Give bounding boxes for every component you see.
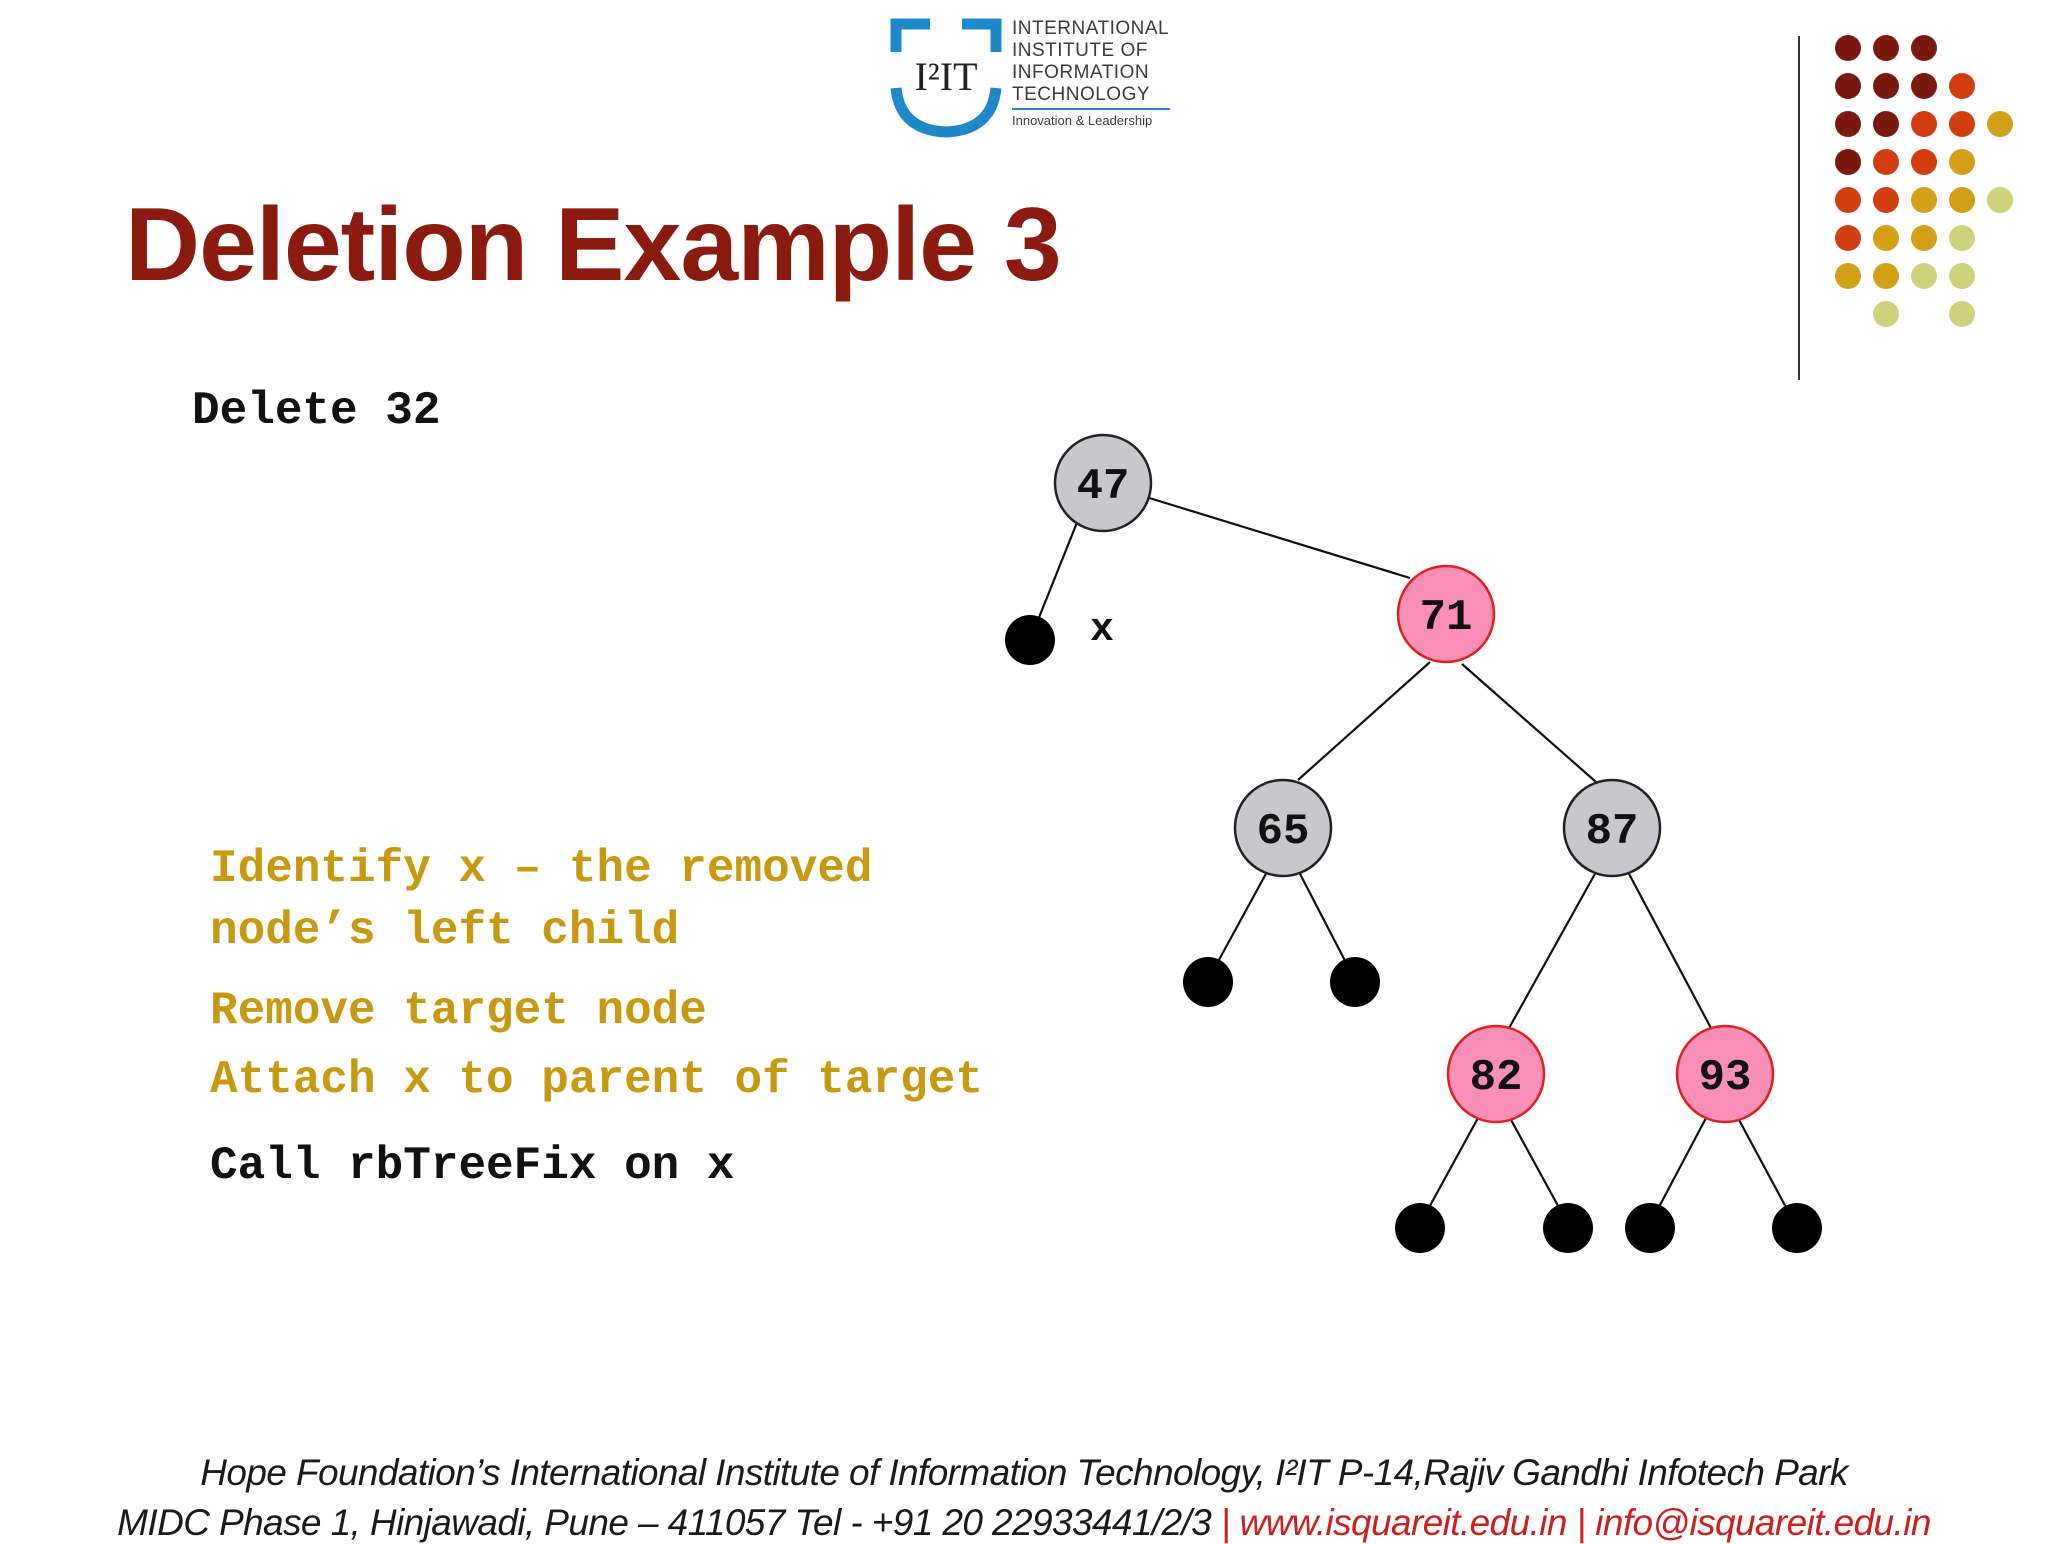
footer-separator: |: [1576, 1502, 1587, 1543]
decorative-dot: [1949, 225, 1975, 251]
edge-71-87: [1461, 663, 1597, 783]
decorative-dot: [1911, 149, 1937, 175]
decorative-dot: [1987, 187, 2013, 213]
decorative-dot: [1873, 35, 1899, 61]
node-label: 87: [1586, 807, 1639, 857]
decorative-dot: [1873, 187, 1899, 213]
step-call-fix: Call rbTreeFix on x: [210, 1140, 735, 1192]
decorative-dot: [1835, 149, 1861, 175]
node-label: 93: [1699, 1053, 1752, 1103]
nil-leaf: [1005, 615, 1055, 665]
institute-logo: I²IT INTERNATIONAL INSTITUTE OF INFORMAT…: [890, 18, 1190, 138]
step-remove: Remove target node: [210, 985, 707, 1037]
nil-leaf: [1772, 1203, 1822, 1253]
edge-71-65: [1297, 661, 1431, 781]
nil-leaves: [1005, 615, 1822, 1253]
decorative-dot-grid: [1835, 35, 2013, 327]
decorative-dot: [1987, 111, 2013, 137]
node-87: 87: [1562, 778, 1662, 878]
nil-leaf: [1183, 957, 1233, 1007]
edge-87-93: [1627, 871, 1713, 1031]
decorative-dot: [1911, 263, 1937, 289]
decorative-dot: [1949, 111, 1975, 137]
decorative-dot: [1835, 263, 1861, 289]
node-65: 65: [1233, 778, 1333, 878]
node-82: 82: [1446, 1024, 1546, 1124]
logo-line-4: TECHNOLOGY: [1012, 84, 1151, 105]
footer-line-1: Hope Foundation’s International Institut…: [200, 1452, 1848, 1493]
footer-separator: |: [1220, 1502, 1231, 1543]
node-label: 65: [1257, 807, 1310, 857]
decorative-dot: [1911, 73, 1937, 99]
footer-email-link[interactable]: info@isquareit.edu.in: [1585, 1502, 1931, 1543]
nil-leaf: [1625, 1203, 1675, 1253]
logo-line-1: INTERNATIONAL: [1012, 18, 1170, 39]
node-71: 71: [1396, 564, 1496, 664]
node-93: 93: [1675, 1024, 1775, 1124]
decorative-dot: [1873, 263, 1899, 289]
node-label: 47: [1077, 462, 1130, 512]
step-identify-line1: Identify x – the removed: [210, 843, 873, 895]
decorative-dot: [1949, 187, 1975, 213]
decorative-dot: [1835, 35, 1861, 61]
decorative-dot: [1835, 73, 1861, 99]
decorative-dot: [1949, 263, 1975, 289]
decorative-dot: [1949, 301, 1975, 327]
edge-87-82: [1507, 871, 1597, 1031]
decorative-dot: [1835, 225, 1861, 251]
decorative-dot: [1873, 73, 1899, 99]
decorative-dot: [1911, 111, 1937, 137]
decorative-dot: [1835, 111, 1861, 137]
decorative-dot: [1873, 111, 1899, 137]
node-label: 82: [1470, 1053, 1523, 1103]
footer-line-2: MIDC Phase 1, Hinjawadi, Pune – 411057 T…: [0, 1502, 2048, 1544]
nil-leaf: [1395, 1203, 1445, 1253]
decorative-dot: [1911, 187, 1937, 213]
decorative-dot: [1873, 149, 1899, 175]
slide-subtitle: Delete 32: [192, 385, 441, 437]
nil-leaf: [1330, 957, 1380, 1007]
footer-address: MIDC Phase 1, Hinjawadi, Pune – 411057 T…: [117, 1502, 1221, 1543]
footer-website-link[interactable]: www.isquareit.edu.in: [1229, 1502, 1577, 1543]
decorative-dot: [1911, 35, 1937, 61]
edge-47-71: [1145, 495, 1411, 580]
step-identify-line2: node’s left child: [210, 905, 680, 957]
decorative-dot: [1873, 225, 1899, 251]
decorative-dot: [1835, 187, 1861, 213]
logo-mark-text: I²IT: [914, 54, 977, 99]
node-47: 47: [1053, 433, 1153, 533]
decorative-dot: [1911, 225, 1937, 251]
node-label: 71: [1420, 593, 1473, 643]
decorative-dot: [1949, 149, 1975, 175]
step-attach: Attach x to parent of target: [210, 1054, 983, 1106]
logo-line-2: INSTITUTE OF: [1012, 40, 1148, 61]
nil-leaf: [1543, 1203, 1593, 1253]
logo-tagline: Innovation & Leadership: [1012, 108, 1170, 129]
logo-line-3: INFORMATION: [1012, 62, 1150, 83]
i2it-logo-mark: I²IT: [890, 18, 1002, 138]
vertical-divider: [1798, 36, 1800, 380]
decorative-dot: [1949, 73, 1975, 99]
logo-wordmark: INTERNATIONAL INSTITUTE OF INFORMATION T…: [1012, 18, 1170, 129]
decorative-dot: [1873, 301, 1899, 327]
slide-title: Deletion Example 3: [125, 187, 1062, 303]
x-label: x: [1090, 608, 1114, 653]
